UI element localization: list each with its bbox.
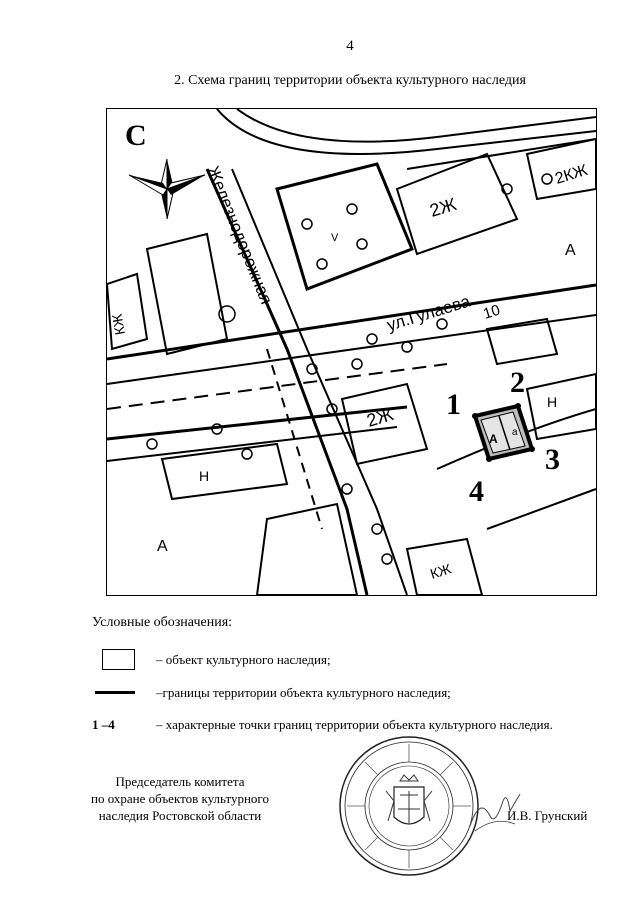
building-v-label: V [331,232,339,244]
signer-position: Председатель комитета по охране объектов… [70,773,290,824]
street-gulaeva-label: ул.Гулаева [385,291,473,334]
zone-2zh-top: 2Ж [427,194,459,221]
signer-position-line-2: по охране объектов культурного [91,791,269,806]
official-seal-icon [339,736,479,876]
zone-kzh-left: КЖ [109,313,128,337]
signature-icon [469,793,521,832]
point-1-label: 1 [446,388,461,421]
north-arrow-icon [128,158,206,220]
zone-n-left: Н [199,468,209,484]
page-number: 4 [346,38,354,54]
signer-position-line-1: Председатель комитета [115,774,245,789]
legend-points-text: – характерные точки границ территории об… [156,717,553,732]
zone-kzh-bottom: КЖ [428,560,453,581]
house-number-label: 10 [481,302,502,323]
object-label-a: А [489,432,498,446]
legend-boundary-swatch [95,691,135,694]
north-label: С [125,119,147,152]
signer-name: И.В. Грунский [507,808,588,823]
zone-2kzh: 2КЖ [553,162,590,188]
zone-n-right: Н [547,394,557,410]
point-4-label: 4 [469,475,484,508]
legend-object-swatch [102,649,135,670]
legend-boundary-text: –границы территории объекта культурного … [156,685,451,700]
heritage-object [472,403,535,462]
signer-position-line-3: наследия Ростовской области [98,808,262,823]
legend-title: Условные обозначения: [92,615,233,630]
boundary-scheme-map: С Железнодорожная ул.Гулаева 10 2Ж 2Ж 2К… [106,108,597,596]
legend-object-text: – объект культурного наследия; [156,652,331,667]
point-2-label: 2 [510,366,525,399]
scheme-title: 2. Схема границ территории объекта культ… [174,73,526,88]
zone-a-right: А [565,242,576,259]
object-label-a-small: а [512,427,518,438]
zone-a-left: А [157,538,168,555]
point-3-label: 3 [545,443,560,476]
legend-points-label: 1 –4 [92,717,115,732]
